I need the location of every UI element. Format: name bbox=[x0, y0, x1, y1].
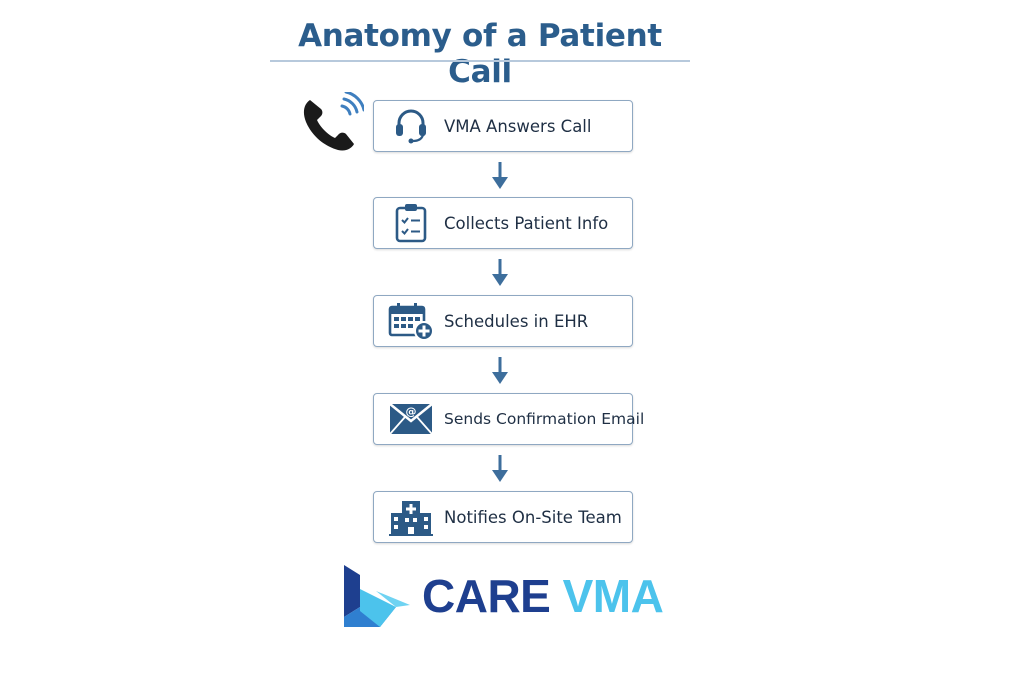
care-vma-logo: CARE VMA bbox=[340, 560, 700, 632]
diagram-title: Anatomy of a Patient Call bbox=[298, 18, 662, 90]
headset-icon bbox=[388, 106, 434, 146]
ringing-phone-icon bbox=[303, 92, 364, 151]
hospital-building-icon bbox=[388, 497, 434, 537]
step-answers-call: VMA Answers Call bbox=[373, 100, 633, 152]
step-sends-email: @ Sends Confirmation Email bbox=[373, 393, 644, 445]
down-arrow-icon bbox=[492, 162, 508, 189]
calendar-plus-icon bbox=[388, 301, 434, 341]
email-envelope-icon: @ bbox=[388, 399, 434, 439]
step-collects-info: Collects Patient Info bbox=[373, 197, 633, 249]
step-label: Notifies On-Site Team bbox=[444, 507, 622, 527]
care-vma-logo-mark bbox=[344, 565, 410, 627]
down-arrow-icon bbox=[492, 357, 508, 384]
down-arrow-icon bbox=[492, 259, 508, 286]
down-arrow-icon bbox=[492, 455, 508, 482]
svg-text:@: @ bbox=[406, 405, 417, 418]
logo-word-care: CARE bbox=[422, 570, 551, 622]
step-schedules-ehr: Schedules in EHR bbox=[373, 295, 633, 347]
clipboard-checklist-icon bbox=[388, 203, 434, 243]
title-underline bbox=[270, 60, 690, 62]
logo-word-vma: VMA bbox=[562, 570, 664, 622]
step-label: Schedules in EHR bbox=[444, 311, 589, 331]
step-notifies-team: Notifies On-Site Team bbox=[373, 491, 633, 543]
step-label: Collects Patient Info bbox=[444, 213, 609, 233]
step-label: VMA Answers Call bbox=[444, 116, 592, 136]
step-label: Sends Confirmation Email bbox=[444, 410, 645, 428]
